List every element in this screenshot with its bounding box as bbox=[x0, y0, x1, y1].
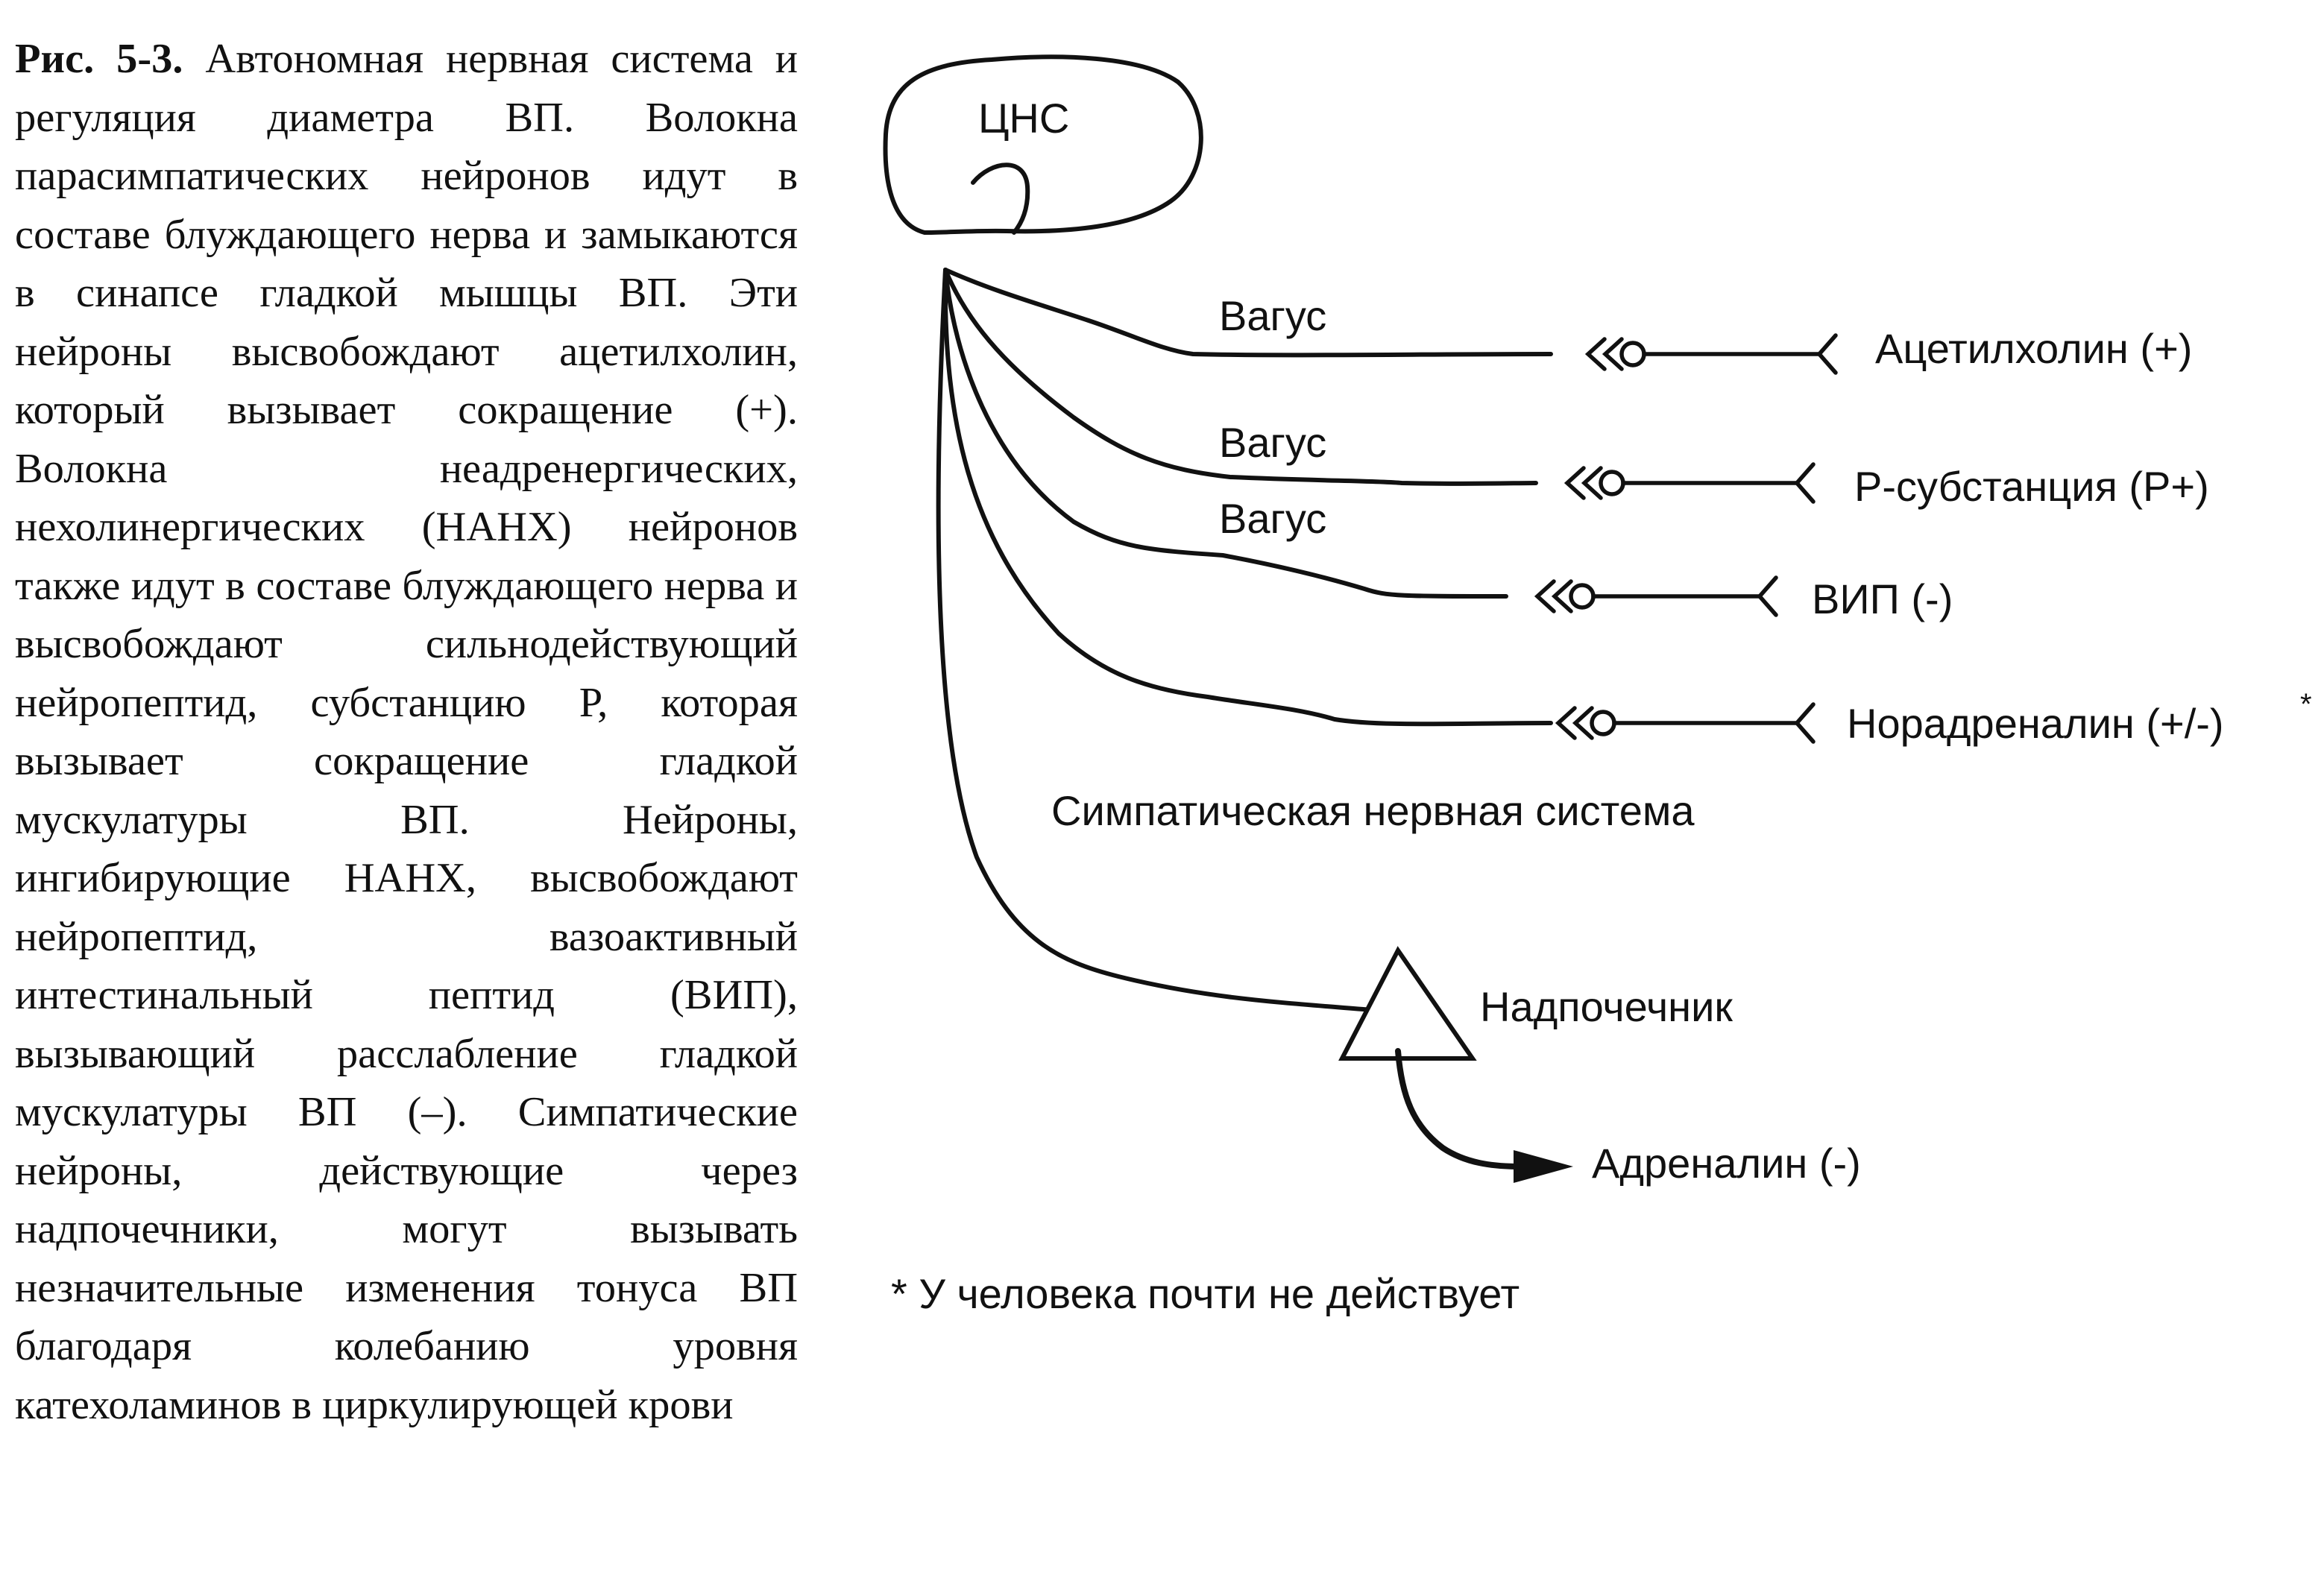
footnote-marker: * bbox=[2300, 688, 2312, 721]
receptor-icon bbox=[1816, 333, 1838, 375]
adrenal-label: Надпочечник bbox=[1480, 983, 1733, 1030]
nerve-fiber-noradrenaline bbox=[942, 268, 1553, 727]
arrowhead-icon bbox=[1514, 1150, 1573, 1183]
figure-number: Рис. 5-3. bbox=[15, 36, 183, 82]
adrenal-gland-triangle bbox=[1338, 946, 1477, 1061]
adrenaline-label: Адреналин (-) bbox=[1592, 1140, 1861, 1187]
nerve-fiber-vip bbox=[943, 268, 1508, 599]
vagus-label: Вагус bbox=[1219, 292, 1326, 339]
sympathetic-system-label: Симпатическая нервная система bbox=[1051, 787, 1695, 834]
synapse-symbol bbox=[1563, 466, 1625, 500]
cns-brain-shape bbox=[883, 54, 1203, 235]
nerve-fiber-substance-p bbox=[943, 268, 1538, 486]
synapse-symbol bbox=[1534, 579, 1596, 613]
figure-caption: Рис. 5-3. Автономная нервная система и р… bbox=[15, 30, 798, 1434]
adrenaline-release-arrow bbox=[1395, 1048, 1524, 1170]
vagus-label: Вагус bbox=[1219, 495, 1326, 542]
synapse-symbol bbox=[1555, 706, 1616, 740]
caption-text: Автономная нервная система и регуляция д… bbox=[15, 36, 799, 1428]
transmitter-label-noradrenaline: Норадреналин (+/-) bbox=[1847, 700, 2224, 747]
receptor-icon bbox=[1794, 462, 1816, 504]
transmitter-label-acetylcholine: Ацетилхолин (+) bbox=[1875, 325, 2192, 372]
nerve-fiber-adrenal bbox=[936, 268, 1374, 1012]
receptor-icon bbox=[1794, 702, 1816, 744]
transmitter-label-vip: ВИП (-) bbox=[1812, 575, 1953, 622]
receptor-icon bbox=[1757, 575, 1778, 617]
cns-label: ЦНС bbox=[978, 95, 1069, 142]
transmitter-label-substance-p: Р-субстанция (Р+) bbox=[1854, 463, 2209, 510]
footnote: * У человека почти не действует bbox=[891, 1270, 1520, 1317]
nerve-fiber-acetylcholine bbox=[943, 268, 1553, 358]
cns-inner-fold bbox=[971, 162, 1030, 235]
synapse-symbol bbox=[1584, 337, 1646, 371]
vagus-label: Вагус bbox=[1219, 419, 1326, 466]
